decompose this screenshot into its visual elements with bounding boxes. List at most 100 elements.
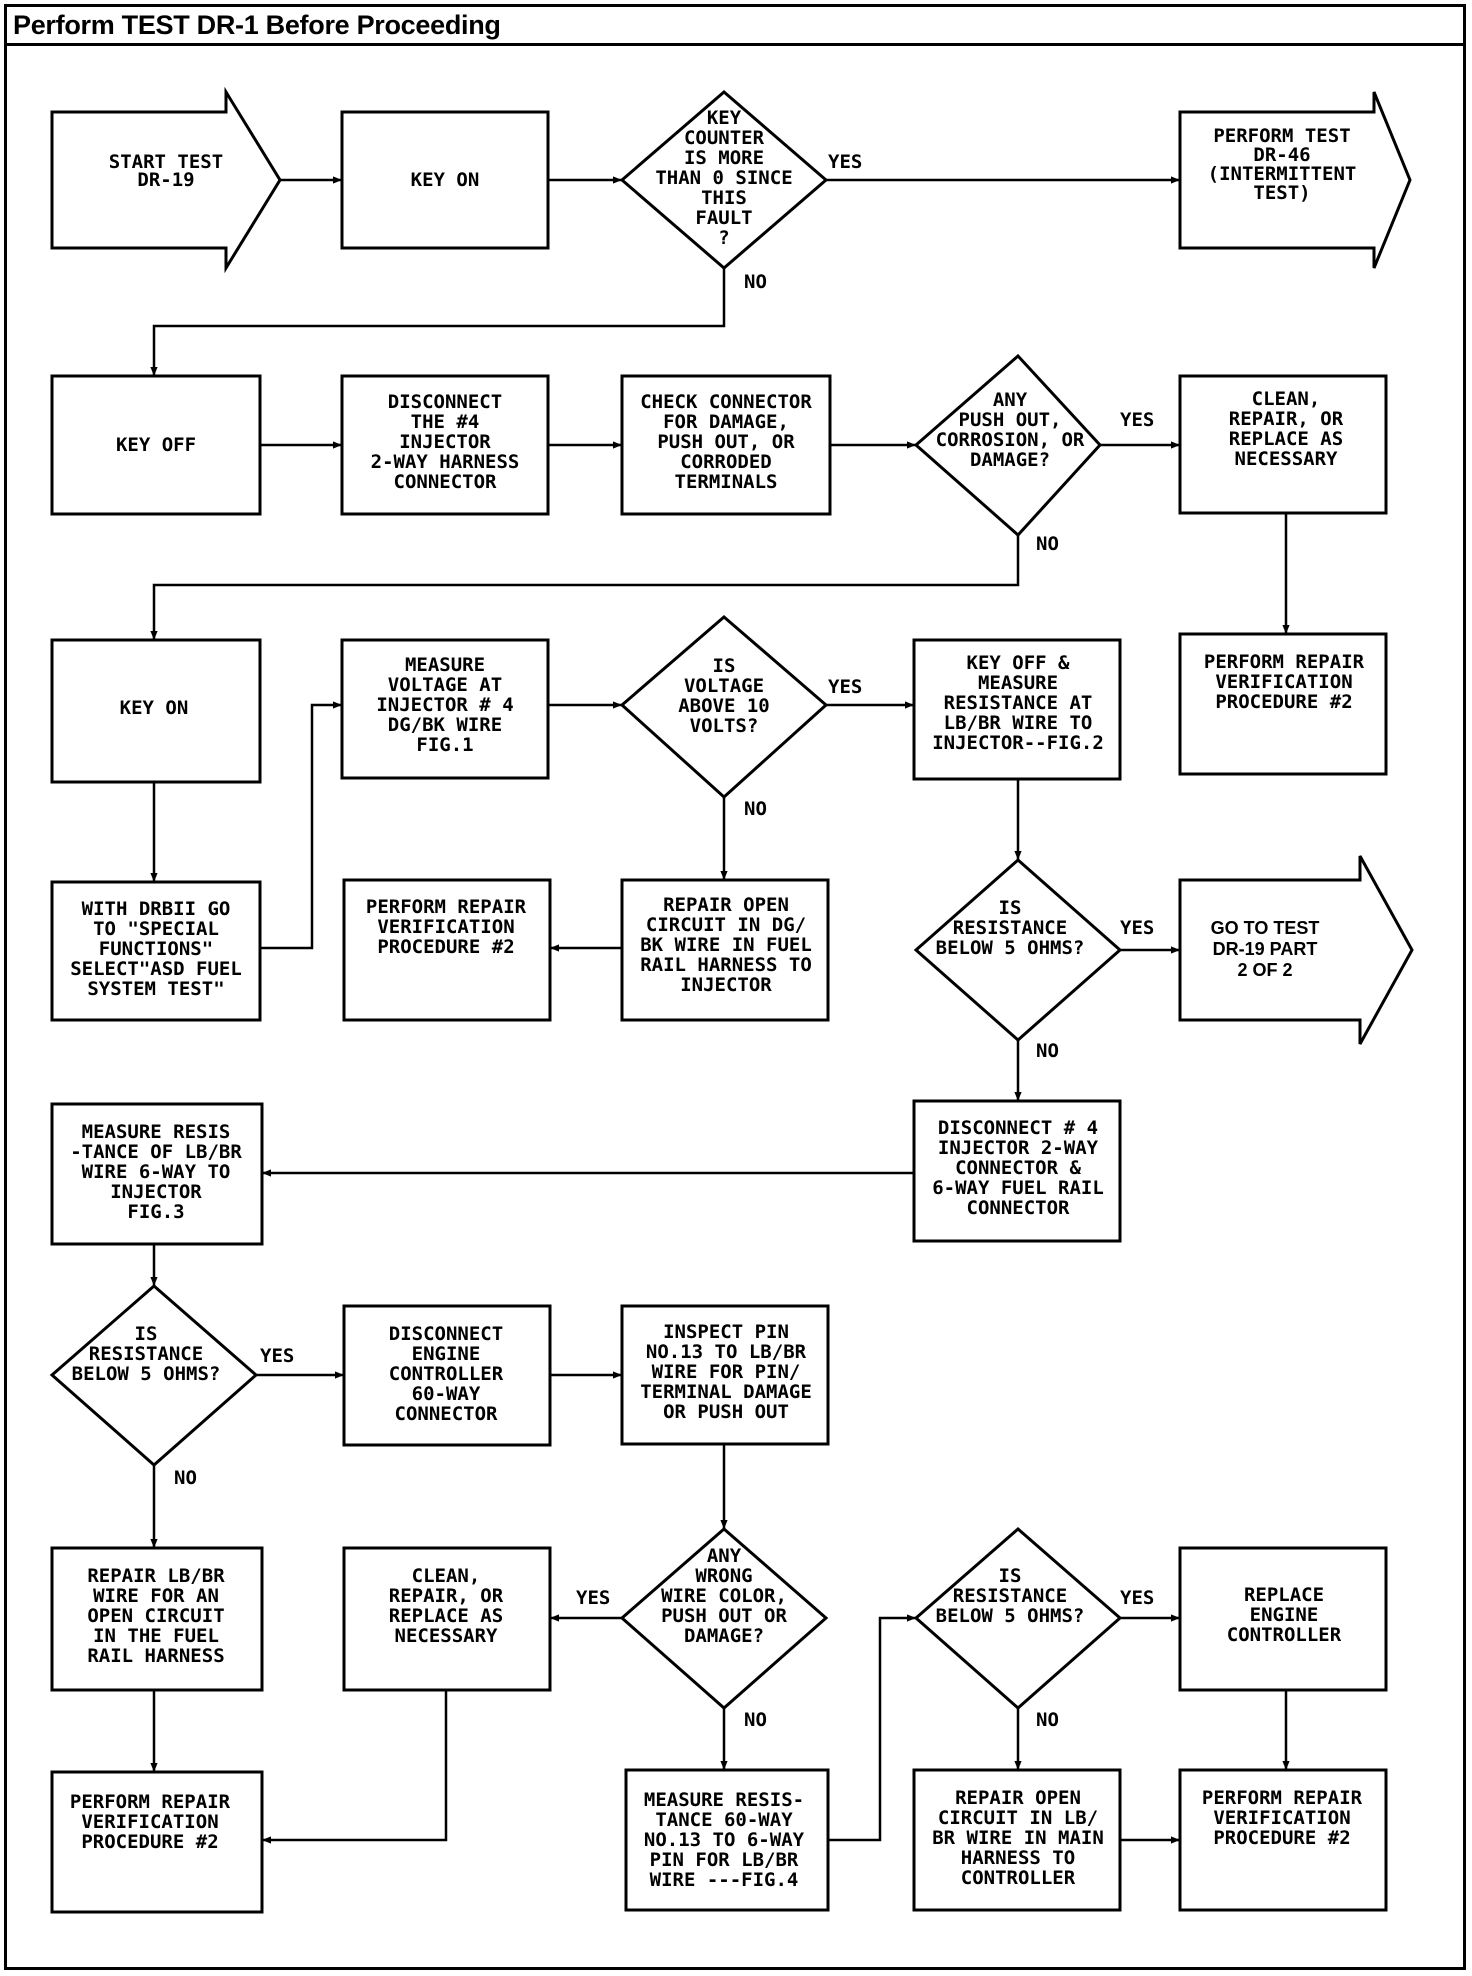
node-label-line: CORROSION, OR [936,429,1085,451]
check-connector-box [620,374,832,516]
node-label-line: PERFORM REPAIR [1204,651,1365,673]
node-label-line: PERFORM REPAIR [1202,1787,1363,1809]
node-label-line: PROCEDURE #2 [1215,691,1352,713]
node-label-line: REPLACE AS [1229,428,1343,450]
node-label-line: FAULT [695,207,752,229]
node-label-line: NECESSARY [395,1625,499,1647]
resistance-decision-3 [913,1527,1123,1711]
voltage-decision [619,615,829,800]
node-label-line: 6-WAY FUEL RAIL [932,1177,1104,1199]
node-label-line: NO.13 TO 6-WAY [644,1829,805,1851]
node-label-line: IN THE FUEL [93,1625,219,1647]
perform-repair-box-br [1178,1768,1388,1912]
node-label-line: RAIL HARNESS [87,1645,224,1667]
node-label-line: RESISTANCE [89,1343,203,1365]
node-label-line: CONNECTOR & [955,1157,1081,1179]
inspect-pin-box [620,1304,830,1446]
label-yes-wrong: YES [576,1587,610,1609]
label-no-counter: NO [744,271,767,293]
node-label-line: DISCONNECT [389,1323,503,1345]
node-label-key-on-1: KEY ON [411,169,480,191]
node-label-line: KEY [707,107,742,129]
node-label-line: TEST) [1253,182,1310,204]
disconnect-engine-box [342,1304,552,1447]
node-label-line: VERIFICATION [377,916,514,938]
node-label-line: ? [718,227,729,249]
perform-dr46-arrow-shape [1178,91,1412,269]
node-label-line: FUNCTIONS" [99,938,213,960]
node-label-line: REPLACE [1244,1584,1324,1606]
node-label-line: DG/BK WIRE [388,714,502,736]
node-label-line: PROCEDURE #2 [1213,1827,1350,1849]
node-label-line: INJECTOR 2-WAY [938,1137,1099,1159]
measure-60way-box [624,1768,830,1912]
resistance-decision-1 [913,857,1123,1043]
node-label-line: NO.13 TO LB/BR [646,1341,807,1363]
node-label-line: INJECTOR--FIG.2 [932,732,1104,754]
node-label-line: OR PUSH OUT [663,1401,789,1423]
node-label-line: INJECTOR # 4 [376,694,513,716]
node-label-line: WIRE FOR PIN/ [652,1361,801,1383]
connectors [150,176,1290,1844]
node-label-line: 2 OF 2 [1237,960,1292,980]
node-label-line: SELECT"ASD FUEL [70,958,242,980]
node-label-line: DISCONNECT [388,391,502,413]
node-label-line: INSPECT PIN [663,1321,789,1343]
node-label-line: VOLTS? [690,715,759,737]
node-label-line: START TEST [109,151,223,173]
edge-clean2-verify [262,1690,448,1844]
node-label-line: CORRODED [680,451,772,473]
node-label-line: OPEN CIRCUIT [87,1605,224,1627]
node-label-line: GO TO TEST [1211,918,1320,938]
label-no-res3: NO [1036,1709,1059,1731]
node-label-line: REPAIR OPEN [663,894,789,916]
node-label-line: DR-19 [137,169,194,191]
node-label-line: LB/BR WIRE TO [944,712,1093,734]
node-label-line: VERIFICATION [1213,1807,1350,1829]
perform-repair-box-mid [342,878,552,1022]
node-label-line: RESISTANCE AT [944,692,1093,714]
repair-open-dg-box [620,878,830,1022]
node-label-line: PUSH OUT, OR [657,431,795,453]
repair-lbbr-box [50,1546,264,1692]
label-yes-voltage: YES [828,676,862,698]
node-label-line: THAN 0 SINCE [655,167,792,189]
node-label-line: INJECTOR [399,431,491,453]
node-label-line: CLEAN, [1252,388,1321,410]
node-label-line: BR WIRE IN MAIN [932,1827,1104,1849]
label-yes-counter: YES [828,151,862,173]
node-label-line: PERFORM TEST [1213,125,1350,147]
node-label-key-on-2: KEY ON [120,697,189,719]
node-label-line: VOLTAGE [684,675,764,697]
node-label-line: ENGINE [412,1343,481,1365]
node-label-line: IS [135,1323,158,1345]
node-label-line: VERIFICATION [81,1811,218,1833]
node-label-line: FIG.3 [127,1201,184,1223]
label-no-push: NO [1036,533,1059,555]
measure-voltage-box [340,638,550,780]
node-label-line: ANY [993,389,1028,411]
node-label-line: IS MORE [684,147,764,169]
key-on-box-2 [50,638,262,784]
node-label-line: WITH DRBII GO [82,898,231,920]
node-label-line: PROCEDURE #2 [81,1831,218,1853]
node-label-line: INJECTOR [110,1181,202,1203]
node-label-line: VOLTAGE AT [388,674,502,696]
repair-open-main-box [912,1768,1122,1912]
node-label-line: PUSH OUT, [959,409,1062,431]
label-yes-res2: YES [260,1345,294,1367]
edge-drbii-measure [260,701,342,950]
